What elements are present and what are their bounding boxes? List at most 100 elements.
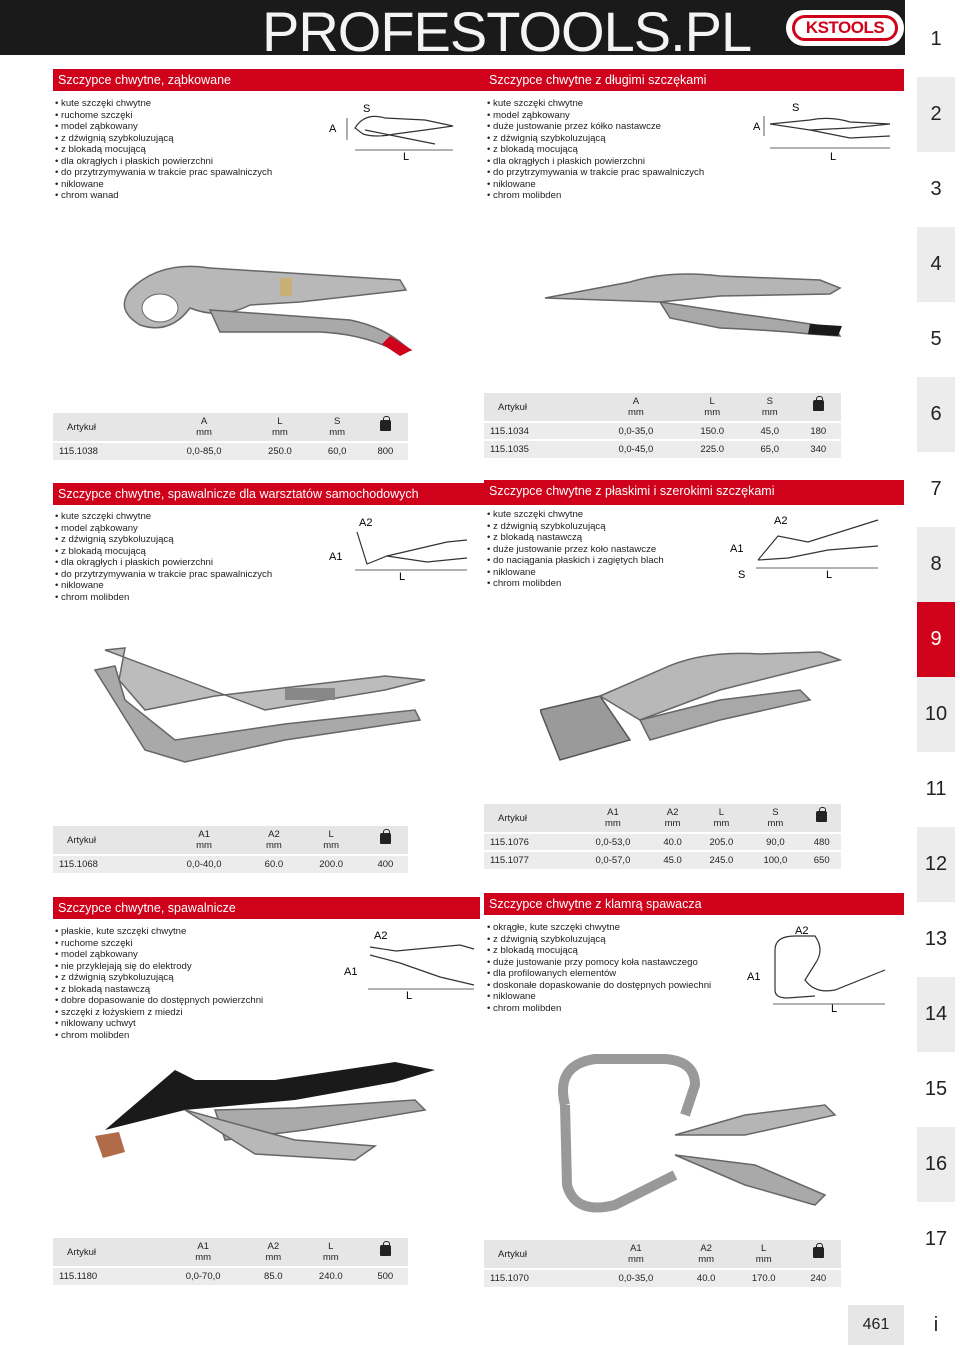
table-cell: 0,0-35,0 [591, 1268, 681, 1287]
feature-item: z dźwignią szybkoluzującą [55, 534, 272, 546]
feature-item: duże justowanie przy pomocy koła nastawc… [487, 957, 711, 969]
feature-item: płaskie, kute szczęki chwytne [55, 926, 263, 938]
feature-item: dla profilowanych elementów [487, 968, 711, 980]
index-tab-16[interactable]: 16 [917, 1127, 955, 1202]
section-title-6: Szczypce chwytne z klamrą spawacza [484, 893, 904, 915]
table-header-text: mm [272, 427, 288, 438]
dimension-diagram-5: A2 A1 L [340, 925, 480, 1005]
article-number: 115.1038 [53, 441, 160, 460]
article-number: 115.1070 [484, 1268, 592, 1287]
feature-item: do przytrzymywania w trakcie prac spawal… [55, 569, 272, 581]
table-header-text: mm [329, 427, 346, 438]
index-tab-2[interactable]: 2 [917, 77, 955, 152]
table-header-text: A1 [198, 829, 210, 840]
header-bar: PROFESTOOLS.PL KSTOOLS [0, 0, 905, 60]
table-cell: 0,0-35,0 [591, 421, 681, 440]
table-header-text: Artykuł [498, 401, 528, 413]
index-tab-7[interactable]: 7 [930, 478, 942, 500]
diagram-label-s: S [363, 103, 370, 115]
table-cell: 250.0 [248, 441, 312, 460]
index-tab-8[interactable]: 8 [917, 527, 955, 602]
table-cell: 0,0-40,0 [159, 854, 249, 873]
feature-item: niklowane [487, 991, 711, 1003]
table-header-text: mm [767, 818, 784, 829]
section-title-1: Szczypce chwytne, ząbkowane [53, 69, 480, 91]
table-header-text: A2 [700, 1243, 712, 1254]
table-header-text: mm [664, 818, 681, 829]
feature-item: duże justowanie przez koło nastawcze [487, 544, 664, 556]
diagram-label-l: L [826, 569, 832, 581]
feature-item: ruchome szczęki [55, 110, 272, 122]
feature-item: duże justowanie przez kółko nastawcze [487, 121, 704, 133]
table-header-text: mm [265, 1252, 282, 1263]
index-tab-13[interactable]: 13 [924, 928, 948, 950]
table-header-text: L [761, 1243, 767, 1254]
product-photo-1 [100, 250, 420, 360]
diagram-label-l: L [831, 1003, 837, 1015]
diagram-label-a: A [753, 121, 761, 133]
feature-item: z dźwignią szybkoluzującą [55, 972, 263, 984]
feature-item: dla okrągłych i płaskich powierzchni [487, 156, 704, 168]
feature-item: niklowany uchwyt [55, 1018, 263, 1030]
index-tab-1[interactable]: 1 [930, 28, 942, 50]
index-tab-11[interactable]: 11 [925, 778, 947, 800]
table-header-text: L [328, 829, 334, 840]
table-header-text: L [277, 416, 283, 427]
table-header-text: S [333, 416, 341, 427]
table-header-text: mm [323, 840, 340, 851]
article-number: 115.1076 [484, 832, 576, 851]
feature-item: kute szczęki chwytne [487, 509, 664, 521]
feature-item: kute szczęki chwytne [487, 98, 704, 110]
index-tab-5[interactable]: 5 [930, 328, 942, 350]
feature-list-2: kute szczęki chwytnemodel ząbkowanyduże … [487, 98, 704, 202]
weight-icon [816, 807, 828, 822]
index-tab-4[interactable]: 4 [917, 227, 955, 302]
index-tab-9[interactable]: 9 [917, 602, 955, 677]
table-cell: 90,0 [748, 832, 803, 851]
table-header-text: A [200, 416, 208, 427]
table-header-text: mm [266, 840, 282, 851]
feature-item: kute szczęki chwytne [55, 98, 272, 110]
feature-item: nie przyklejają się do elektrody [55, 961, 263, 973]
feature-item: szczęki z łożyskiem z miedzi [55, 1007, 263, 1019]
weight-icon [362, 826, 408, 855]
table-header-text: mm [713, 818, 730, 829]
index-tab-10[interactable]: 10 [917, 677, 955, 752]
feature-item: z dźwignią szybkoluzującą [487, 934, 711, 946]
diagram-label-a2: A2 [774, 515, 787, 527]
article-number: 115.1035 [484, 439, 592, 458]
index-tab-3[interactable]: 3 [930, 178, 942, 200]
index-tab-12[interactable]: 12 [917, 827, 955, 902]
table-cell: 245.0 [694, 850, 749, 869]
index-tab-i[interactable]: i [933, 1313, 939, 1336]
feature-item: niklowane [487, 179, 704, 191]
table-cell: 0,0-57,0 [575, 850, 651, 869]
index-tab-14[interactable]: 14 [917, 977, 955, 1052]
product-photo-5 [95, 1050, 440, 1180]
diagram-label-a1: A1 [747, 971, 760, 983]
table-header-text: L [328, 1241, 334, 1252]
product-photo-3 [85, 640, 435, 770]
index-tab-17[interactable]: 17 [924, 1228, 948, 1250]
index-tab-15[interactable]: 15 [924, 1078, 948, 1100]
index-tab-6[interactable]: 6 [917, 377, 955, 452]
table-header-text: L [709, 396, 715, 407]
brand-logo-text: KSTOOLS [805, 18, 885, 37]
feature-item: model ząbkowany [55, 523, 272, 535]
table-header-text: Artykuł [498, 812, 528, 824]
table-header: Artykuł [484, 1240, 592, 1269]
diagram-label-a1: A1 [730, 543, 743, 555]
feature-item: z dźwignią szybkoluzującą [487, 133, 704, 145]
